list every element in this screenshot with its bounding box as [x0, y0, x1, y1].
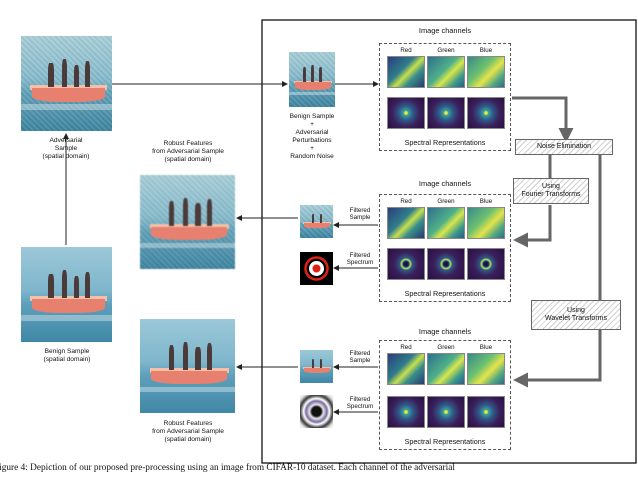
- robust-features-image-bottom: [140, 319, 235, 413]
- panel2-channel-red: Red: [400, 198, 412, 205]
- panel3-green-spectrum: [427, 396, 465, 428]
- robust-features-label-bottom: Robust Features from Adversarial Sample …: [152, 420, 224, 443]
- panel2-header: Image channels: [418, 179, 472, 188]
- panel2-channel-green: Green: [437, 198, 455, 205]
- panel2-blue-channel-image: [467, 207, 505, 239]
- panel1-green-channel-image: [427, 56, 465, 88]
- benign-sample-image: [21, 247, 112, 342]
- panel3-channel-blue: Blue: [479, 344, 493, 351]
- panel3-header: Image channels: [418, 327, 472, 336]
- robust-features-image-top: [140, 175, 235, 269]
- panel3-red-spectrum: [387, 396, 425, 428]
- filtered-sample-image-1: [300, 205, 333, 238]
- filtered-sample-label-1: Filtered Sample: [349, 207, 371, 222]
- filtered-spectrum-image-1: [300, 252, 333, 285]
- panel1-red-channel-image: [387, 56, 425, 88]
- panel1-green-spectrum: [427, 97, 465, 129]
- panel3-green-channel-image: [427, 353, 465, 385]
- panel3-channel-red: Red: [400, 344, 412, 351]
- noise-elimination-box: Noise Elimination: [515, 139, 613, 155]
- panel3-blue-channel-image: [467, 353, 505, 385]
- robust-features-label-top: Robust Features from Adversarial Sample …: [152, 140, 224, 163]
- panel3-footer: Spectral Representations: [404, 437, 486, 446]
- panel1-box: [379, 43, 511, 151]
- filtered-spectrum-label-2: Filtered Spectrum: [346, 396, 374, 411]
- fourier-transform-box: Using Fourier Transforms: [513, 178, 589, 204]
- figure-caption: Figure 4: Depiction of our proposed pre-…: [0, 463, 455, 473]
- filtered-spectrum-image-2: [300, 395, 333, 428]
- benign-sample-label: Benign Sample (spatial domain): [43, 348, 91, 363]
- panel3-box: [379, 340, 511, 450]
- wavelet-transform-box: Using Wavelet Transforms: [531, 300, 621, 330]
- panel2-footer: Spectral Representations: [404, 289, 486, 298]
- panel2-green-spectrum: [427, 248, 465, 280]
- panel1-channel-green: Green: [437, 47, 455, 54]
- panel1-red-spectrum: [387, 97, 425, 129]
- panel3-blue-spectrum: [467, 396, 505, 428]
- panel2-red-channel-image: [387, 207, 425, 239]
- panel1-header: Image channels: [418, 26, 472, 35]
- panel1-footer: Spectral Representations: [404, 138, 486, 147]
- panel2-channel-blue: Blue: [479, 198, 493, 205]
- filtered-spectrum-label-1: Filtered Spectrum: [346, 252, 374, 267]
- panel2-green-channel-image: [427, 207, 465, 239]
- adversarial-sample-image: [21, 36, 112, 131]
- panel3-channel-green: Green: [437, 344, 455, 351]
- input-sample-image: [289, 52, 335, 107]
- adversarial-sample-label: Adversarial Sample (spatial domain): [42, 137, 90, 160]
- panel1-channel-red: Red: [400, 47, 412, 54]
- panel1-blue-channel-image: [467, 56, 505, 88]
- panel2-blue-spectrum: [467, 248, 505, 280]
- panel2-red-spectrum: [387, 248, 425, 280]
- panel2-box: [379, 194, 511, 302]
- filtered-sample-image-2: [300, 350, 333, 383]
- panel1-channel-blue: Blue: [479, 47, 493, 54]
- input-sample-label: Benign Sample + Adversarial Perturbation…: [289, 113, 335, 160]
- panel1-blue-spectrum: [467, 97, 505, 129]
- panel3-red-channel-image: [387, 353, 425, 385]
- filtered-sample-label-2: Filtered Sample: [349, 350, 371, 365]
